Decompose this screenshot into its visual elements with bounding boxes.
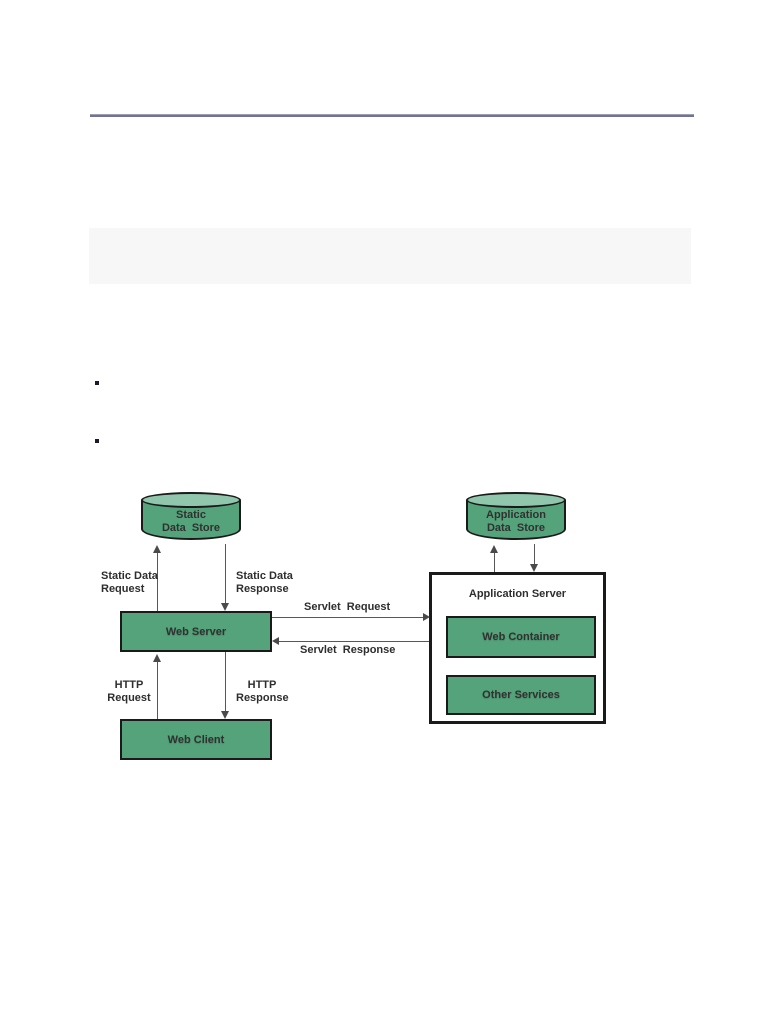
- cylinder-top: [466, 492, 566, 508]
- web-container-node: Web Container: [446, 616, 596, 658]
- other-services-node: Other Services: [446, 675, 596, 715]
- servlet-request-label: Servlet Request: [304, 601, 391, 613]
- servlet-request-line: [272, 617, 424, 618]
- http-request-label: HTTP Request: [107, 679, 151, 704]
- web-server-node: Web Server: [120, 611, 272, 652]
- arrowhead-up-icon: [153, 545, 161, 553]
- arrowhead-down-icon: [530, 564, 538, 572]
- static-data-request-line: [157, 553, 158, 611]
- http-response-label: HTTP Response: [236, 679, 289, 704]
- servlet-response-line: [279, 641, 429, 642]
- static-data-response-line: [225, 544, 226, 603]
- http-request-line: [157, 662, 158, 719]
- arrowhead-down-icon: [221, 711, 229, 719]
- bullet-marker: [95, 381, 99, 385]
- arrowhead-up-icon: [153, 654, 161, 662]
- web-container-label: Web Container: [482, 631, 560, 643]
- arrowhead-left-icon: [272, 637, 279, 645]
- application-data-store-node: Application Data Store: [466, 492, 566, 544]
- static-data-store-label: Static Data Store: [161, 509, 221, 534]
- web-server-label: Web Server: [165, 625, 227, 638]
- cylinder-top: [141, 492, 241, 508]
- heading-underline: [90, 114, 694, 117]
- web-client-label: Web Client: [167, 733, 225, 746]
- arrowhead-up-icon: [490, 545, 498, 553]
- static-data-store-node: Static Data Store: [141, 492, 241, 544]
- arrowhead-right-icon: [423, 613, 430, 621]
- application-data-store-label: Application Data Store: [486, 509, 546, 534]
- static-data-request-label: Static Data Request: [101, 570, 158, 595]
- app-store-up-line: [494, 553, 495, 572]
- http-response-line: [225, 652, 226, 711]
- arrowhead-down-icon: [221, 603, 229, 611]
- web-client-node: Web Client: [120, 719, 272, 760]
- bullet-marker: [95, 439, 99, 443]
- highlight-band: [89, 228, 691, 284]
- application-server-label: Application Server: [468, 588, 567, 600]
- app-store-down-line: [534, 544, 535, 565]
- servlet-response-label: Servlet Response: [300, 644, 396, 656]
- static-data-response-label: Static Data Response: [236, 570, 293, 595]
- other-services-label: Other Services: [482, 689, 560, 701]
